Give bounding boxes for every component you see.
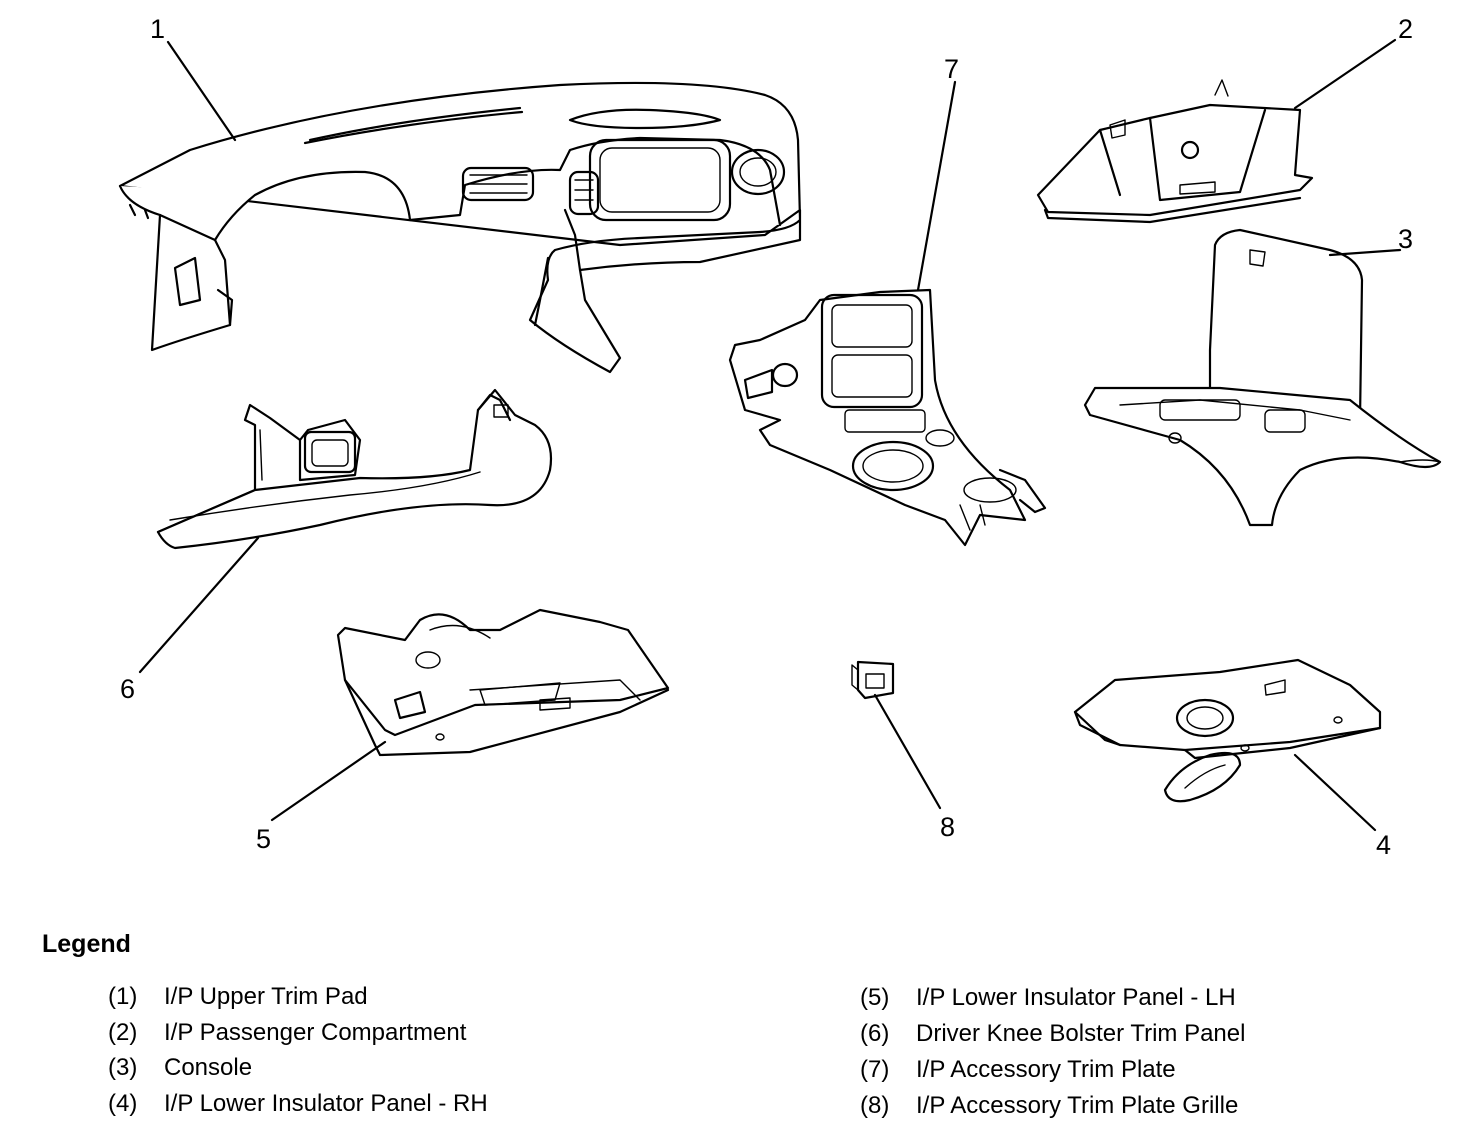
part-7-accessory-trim-plate	[728, 288, 1047, 547]
legend-item-6: (6)Driver Knee Bolster Trim Panel	[860, 1020, 1246, 1047]
legend-item-5: (5)I/P Lower Insulator Panel - LH	[860, 984, 1236, 1011]
callout-6: 6	[120, 674, 136, 704]
callout-7: 7	[944, 54, 960, 84]
legend-item-4: (4)I/P Lower Insulator Panel - RH	[108, 1090, 488, 1117]
part-8-trim-plate-grille	[851, 660, 895, 700]
part-3-console	[1083, 228, 1442, 527]
legend-item-2: (2)I/P Passenger Compartment	[108, 1019, 467, 1046]
part-6-knee-bolster	[156, 388, 553, 550]
callout-3: 3	[1398, 224, 1414, 254]
callout-2: 2	[1398, 14, 1414, 44]
callout-1: 1	[150, 14, 166, 44]
legend-title: Legend	[42, 930, 131, 958]
part-2-passenger-compartment	[1036, 79, 1314, 224]
legend-item-8: (8)I/P Accessory Trim Plate Grille	[860, 1092, 1239, 1119]
legend-item-7: (7)I/P Accessory Trim Plate	[860, 1056, 1176, 1083]
callout-4: 4	[1376, 830, 1392, 860]
leader-lines	[138, 38, 1402, 832]
callout-5: 5	[256, 824, 272, 854]
part-1-upper-trim-pad	[118, 81, 802, 374]
parts-diagram	[118, 38, 1442, 832]
legend-item-3: (3)Console	[108, 1054, 253, 1081]
part-4-lower-insulator-rh	[1073, 658, 1382, 803]
callout-8: 8	[940, 812, 956, 842]
part-5-lower-insulator-lh	[336, 608, 670, 757]
legend-item-1: (1)I/P Upper Trim Pad	[108, 983, 368, 1010]
